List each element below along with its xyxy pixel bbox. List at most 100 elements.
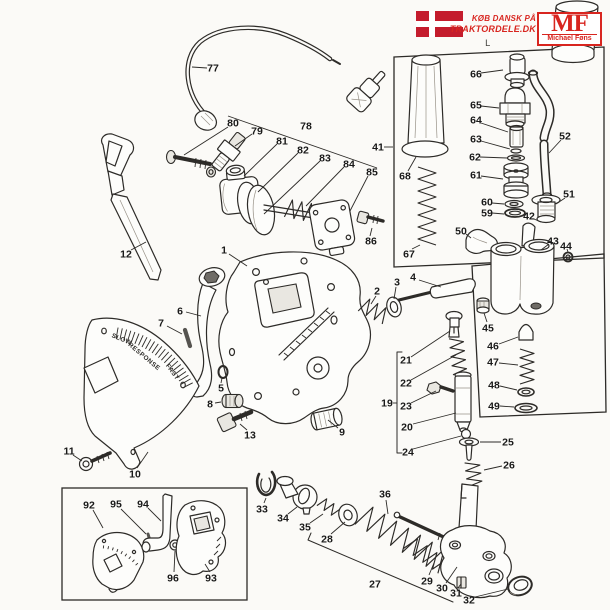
part-label-49: 49 bbox=[488, 401, 500, 413]
part-label-48: 48 bbox=[488, 380, 500, 392]
part-36-rod bbox=[393, 511, 450, 545]
leader-line-33 bbox=[263, 497, 267, 504]
part-46-cone bbox=[518, 323, 534, 341]
part-13-bolt bbox=[216, 409, 254, 433]
part-3-washer bbox=[386, 296, 402, 318]
group-line-78 bbox=[227, 115, 378, 169]
leader-line-28 bbox=[330, 521, 346, 535]
leader-line-59 bbox=[491, 212, 505, 215]
detail-box-lower-right bbox=[471, 253, 607, 418]
part-label-8: 8 bbox=[207, 399, 213, 411]
part-label-47: 47 bbox=[487, 357, 499, 369]
part-label-9: 9 bbox=[339, 427, 345, 439]
part-label-44: 44 bbox=[560, 241, 572, 253]
part-82-83-diaphragm bbox=[236, 181, 276, 236]
part-label-80: 80 bbox=[227, 118, 239, 130]
part-93-housing-small bbox=[175, 500, 227, 576]
part-label-81: 81 bbox=[276, 136, 288, 148]
part-11-screw bbox=[78, 451, 112, 472]
part-label-27: 27 bbox=[369, 579, 381, 591]
part-label-68: 68 bbox=[399, 171, 411, 183]
part-48-washer bbox=[517, 387, 535, 397]
leader-line-44 bbox=[566, 248, 569, 253]
leader-line-65 bbox=[480, 105, 500, 109]
part-label-61: 61 bbox=[470, 170, 482, 182]
part-label-29: 29 bbox=[421, 576, 433, 588]
danish-flag bbox=[416, 11, 463, 37]
part-label-24: 24 bbox=[402, 447, 414, 459]
part-label-2: 2 bbox=[374, 286, 380, 298]
tagline-line2: TRAKTORDELE.DK bbox=[449, 23, 536, 34]
part-92-quadrant-small bbox=[92, 531, 145, 593]
quadrant-tick-marks bbox=[115, 327, 193, 389]
leader-line-8 bbox=[214, 401, 222, 404]
part-label-92: 92 bbox=[83, 500, 95, 512]
part-label-34: 34 bbox=[277, 513, 289, 525]
leader-line-13 bbox=[239, 423, 248, 431]
part-label-67: 67 bbox=[403, 249, 415, 261]
part-label-10: 10 bbox=[129, 469, 141, 481]
leader-line-93 bbox=[204, 563, 211, 573]
part-1-main-housing bbox=[218, 251, 371, 425]
leader-line-61 bbox=[480, 175, 504, 180]
mf-logo-name: Michael Føns bbox=[547, 35, 592, 42]
leader-line-63 bbox=[480, 140, 511, 150]
part-35-spring bbox=[316, 498, 342, 516]
part-label-11: 11 bbox=[63, 446, 74, 458]
leader-line-10 bbox=[136, 451, 149, 469]
part-86-bolt bbox=[356, 210, 385, 225]
leader-line-85 bbox=[349, 175, 369, 212]
leader-line-21 bbox=[410, 330, 451, 358]
part-29-spring bbox=[403, 538, 447, 570]
leader-line-2 bbox=[370, 295, 377, 305]
part-label-1: 1 bbox=[221, 245, 227, 257]
leader-line-80 bbox=[183, 126, 229, 156]
part-label-23: 23 bbox=[400, 401, 412, 413]
leader-line-68 bbox=[407, 156, 417, 172]
part-47-spring bbox=[519, 348, 535, 385]
leader-line-34 bbox=[287, 506, 298, 515]
part-21-valve bbox=[445, 310, 463, 338]
leader-line-66 bbox=[480, 69, 504, 74]
leader-line-22 bbox=[410, 354, 457, 381]
part-32-bushing bbox=[507, 575, 533, 597]
part-label-5: 5 bbox=[218, 383, 224, 395]
leader-line-26 bbox=[483, 465, 503, 471]
part-60-washer bbox=[504, 199, 524, 209]
part-label-43: 43 bbox=[547, 236, 559, 248]
part-label-93: 93 bbox=[205, 573, 217, 585]
part-85-cover-plate bbox=[308, 199, 356, 257]
part-label-95: 95 bbox=[110, 499, 122, 511]
part-28-washer bbox=[338, 503, 358, 527]
part-label-84: 84 bbox=[343, 159, 355, 171]
part-label-82: 82 bbox=[297, 145, 309, 157]
leader-line-95 bbox=[120, 508, 147, 535]
part-65-dome-nut bbox=[499, 87, 531, 128]
leader-line-36 bbox=[385, 499, 389, 515]
part-label-46: 46 bbox=[487, 341, 499, 353]
part-30-pump-body bbox=[439, 483, 512, 599]
part-52-pipe bbox=[527, 69, 555, 199]
part-label-85: 85 bbox=[366, 167, 378, 179]
leader-line-23 bbox=[410, 390, 437, 404]
part-94-lever-small bbox=[141, 493, 173, 553]
part-label-33: 33 bbox=[256, 504, 268, 516]
part-label-3: 3 bbox=[394, 277, 400, 289]
part-34-crank bbox=[276, 475, 318, 515]
tagline-line1: KØB DANSK PÅ bbox=[471, 14, 536, 23]
part-label-94: 94 bbox=[137, 499, 149, 511]
leader-line-20 bbox=[412, 412, 457, 425]
part-63-seal bbox=[510, 148, 522, 154]
leader-line-67 bbox=[411, 244, 421, 250]
leader-line-24 bbox=[412, 435, 462, 450]
part-33-circlip bbox=[255, 470, 277, 497]
leader-line-1 bbox=[228, 253, 248, 267]
shop-tagline: KØB DANSK PÅ TRAKTORDELE.DK bbox=[428, 14, 536, 34]
part-label-65: 65 bbox=[470, 100, 482, 112]
part-label-28: 28 bbox=[321, 534, 333, 546]
leader-line-50 bbox=[465, 233, 472, 239]
part-5-ring bbox=[217, 365, 229, 379]
part-label-7: 7 bbox=[158, 318, 164, 330]
